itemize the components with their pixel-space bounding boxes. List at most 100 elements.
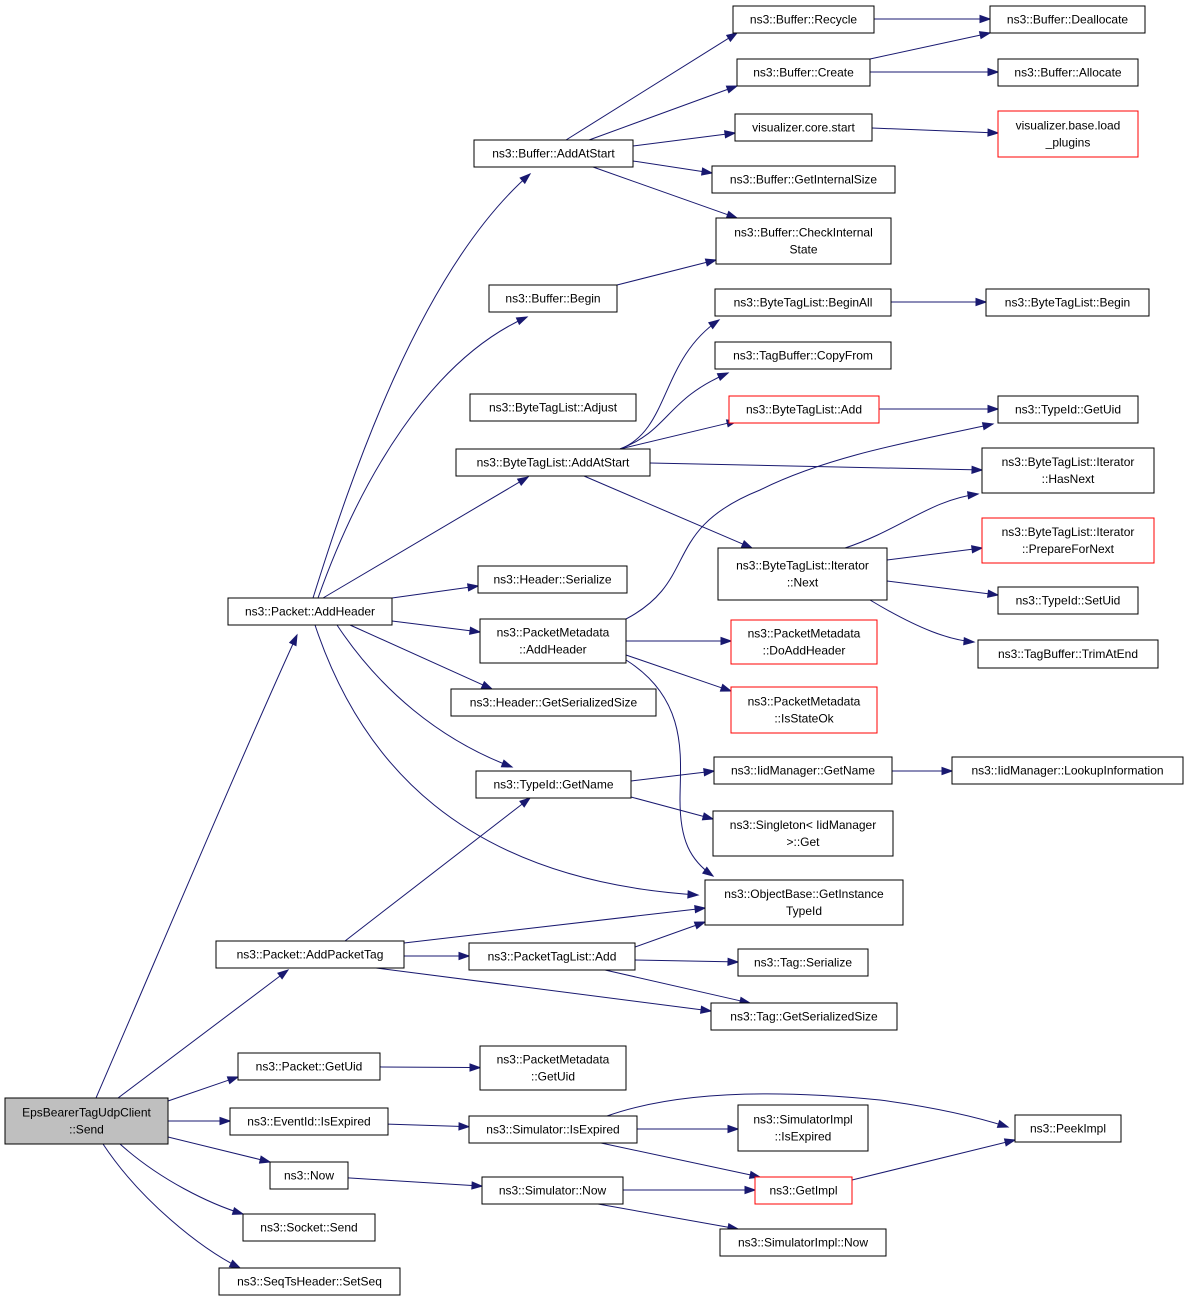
node-buffer-allocate[interactable]: ns3::Buffer::Allocate (997, 58, 1139, 87)
edge-addheader-to-header_getsize (349, 624, 494, 690)
node-header-getsize[interactable]: ns3::Header::GetSerializedSize (450, 688, 657, 717)
node-socket-send[interactable]: ns3::Socket::Send (242, 1213, 376, 1242)
edge-root-to-addpackettag (117, 969, 290, 1099)
edge-pm_addheader-to-objectbase_gettypeid (625, 659, 715, 877)
node-label-line: ns3::Simulator::IsExpired (486, 1123, 619, 1137)
node-iid-lookupinfo[interactable]: ns3::IidManager::LookupInformation (951, 756, 1184, 785)
node-btl-beginall[interactable]: ns3::ByteTagList::BeginAll (714, 288, 892, 317)
node-vis-base-load[interactable]: visualizer.base.load_plugins (997, 110, 1139, 158)
node-buffer-getinternalsize[interactable]: ns3::Buffer::GetInternalSize (711, 165, 896, 194)
edge-line (632, 160, 703, 172)
node-btl-iter-next[interactable]: ns3::ByteTagList::Iterator::Next (717, 547, 888, 601)
node-tagbuffer-copyfrom[interactable]: ns3::TagBuffer::CopyFrom (714, 341, 892, 370)
node-btl-add[interactable]: ns3::ByteTagList::Add (728, 395, 880, 424)
node-typeid-getuid[interactable]: ns3::TypeId::GetUid (997, 395, 1139, 424)
edge-sim_isexpired-to-peekimpl (606, 1093, 1010, 1128)
node-btl-iter-preparefornext[interactable]: ns3::ByteTagList::Iterator::PrepareForNe… (981, 517, 1155, 564)
node-ptl-add[interactable]: ns3::PacketTagList::Add (468, 942, 636, 971)
edge-line (869, 34, 981, 60)
edge-line (565, 37, 729, 141)
node-tag-serialize[interactable]: ns3::Tag::Serialize (737, 948, 869, 977)
edge-buffer_recycle-to-buffer_deallocate (874, 14, 992, 24)
arrowhead-icon (288, 633, 298, 647)
node-buffer-deallocate[interactable]: ns3::Buffer::Deallocate (989, 5, 1146, 34)
node-box (1014, 1114, 1122, 1143)
node-btl-adjust[interactable]: ns3::ByteTagList::Adjust (469, 393, 637, 422)
node-box (237, 1052, 381, 1081)
node-simimpl-isexpired[interactable]: ns3::SimulatorImpl::IsExpired (737, 1104, 869, 1152)
node-addpackettag[interactable]: ns3::Packet::AddPacketTag (215, 940, 405, 969)
arrowhead-icon (996, 1119, 1010, 1128)
node-typeid-getname[interactable]: ns3::TypeId::GetName (475, 770, 632, 799)
node-simimpl-now[interactable]: ns3::SimulatorImpl::Now (719, 1228, 887, 1257)
node-peekimpl[interactable]: ns3::PeekImpl (1014, 1114, 1122, 1143)
node-box (229, 1107, 389, 1136)
node-btl-addatstart[interactable]: ns3::ByteTagList::AddAtStart (455, 448, 651, 477)
arrowhead-icon (744, 1185, 757, 1195)
node-label-line: ns3::TagBuffer::TrimAtEnd (998, 647, 1138, 661)
arrowhead-icon (971, 465, 984, 474)
node-box (714, 288, 892, 317)
node-vis-core-start[interactable]: visualizer.core.start (734, 113, 873, 142)
edge-sim_isexpired-to-getimpl (600, 1142, 762, 1179)
node-box (732, 5, 875, 34)
edge-line (336, 624, 513, 768)
node-eventid-isexpired[interactable]: ns3::EventId::IsExpired (229, 1107, 389, 1136)
node-box (728, 395, 880, 424)
node-typeid-setuid[interactable]: ns3::TypeId::SetUid (997, 586, 1139, 615)
arrowhead-icon (971, 545, 984, 554)
node-sim-now[interactable]: ns3::Simulator::Now (481, 1176, 624, 1205)
arrowhead-icon (1003, 1138, 1017, 1147)
node-label-line: ns3::Tag::GetSerializedSize (730, 1010, 878, 1024)
node-label-line: ns3::Buffer::Recycle (750, 13, 857, 27)
edge-line (630, 796, 704, 817)
node-sim-isexpired[interactable]: ns3::Simulator::IsExpired (468, 1115, 638, 1144)
node-tag-getsize[interactable]: ns3::Tag::GetSerializedSize (710, 1002, 898, 1031)
edge-line (167, 1136, 261, 1161)
arrowhead-icon (231, 1206, 245, 1215)
node-pm-isstateok[interactable]: ns3::PacketMetadata::IsStateOk (730, 686, 878, 734)
node-singleton-get[interactable]: ns3::Singleton< IidManager>::Get (712, 810, 894, 857)
node-addheader[interactable]: ns3::Packet::AddHeader (227, 597, 393, 626)
arrowhead-icon (978, 31, 992, 40)
node-pm-addheader[interactable]: ns3::PacketMetadata::AddHeader (479, 618, 627, 664)
node-label-line: visualizer.core.start (752, 121, 855, 135)
node-seqts-setseq[interactable]: ns3::SeqTsHeader::SetSeq (218, 1267, 401, 1296)
node-label-line: visualizer.base.load (1016, 119, 1121, 133)
edge-line (588, 88, 728, 141)
edge-line (403, 908, 696, 944)
node-label-line: ns3::Header::Serialize (493, 573, 611, 587)
node-box (951, 756, 1184, 785)
node-buffer-create[interactable]: ns3::Buffer::Create (736, 58, 871, 87)
node-label-line: ns3::ByteTagList::Begin (1005, 296, 1130, 310)
node-now[interactable]: ns3::Now (269, 1161, 349, 1190)
edge-line (604, 969, 741, 1002)
arrowhead-icon (694, 905, 707, 914)
node-buffer-addatstart[interactable]: ns3::Buffer::AddAtStart (473, 139, 634, 168)
node-btl-begin[interactable]: ns3::ByteTagList::Begin (985, 288, 1150, 317)
node-buffer-begin[interactable]: ns3::Buffer::Begin (488, 284, 618, 313)
edge-ptl_add-to-objectbase_gettypeid (634, 921, 707, 948)
node-getimpl[interactable]: ns3::GetImpl (754, 1176, 853, 1205)
edge-buffer_create-to-buffer_allocate (870, 67, 1000, 77)
node-packet-getuid[interactable]: ns3::Packet::GetUid (237, 1052, 381, 1081)
node-label-line: TypeId (786, 904, 822, 918)
edge-line (347, 1177, 473, 1186)
node-label-line: ns3::EventId::IsExpired (247, 1115, 370, 1129)
edge-btl_addatstart-to-btl_iter_next (583, 475, 754, 549)
edge-buffer_addatstart-to-buffer_create (588, 85, 739, 141)
edge-root-to-now (167, 1136, 272, 1164)
node-tagbuffer-trimatend[interactable]: ns3::TagBuffer::TrimAtEnd (977, 639, 1159, 669)
node-iid-getname[interactable]: ns3::IidManager::GetName (713, 756, 893, 785)
node-box (711, 165, 896, 194)
node-header-serialize[interactable]: ns3::Header::Serialize (477, 565, 628, 594)
node-buffer-recycle[interactable]: ns3::Buffer::Recycle (732, 5, 875, 34)
node-pm-doaddheader[interactable]: ns3::PacketMetadata::DoAddHeader (730, 619, 878, 665)
node-label-line: ns3::ByteTagList::Add (746, 403, 862, 417)
node-btl-iter-hasnext[interactable]: ns3::ByteTagList::Iterator::HasNext (981, 447, 1155, 494)
arrowhead-icon (724, 130, 737, 139)
node-box (242, 1213, 376, 1242)
node-pm-getuid[interactable]: ns3::PacketMetadata::GetUid (479, 1045, 627, 1091)
